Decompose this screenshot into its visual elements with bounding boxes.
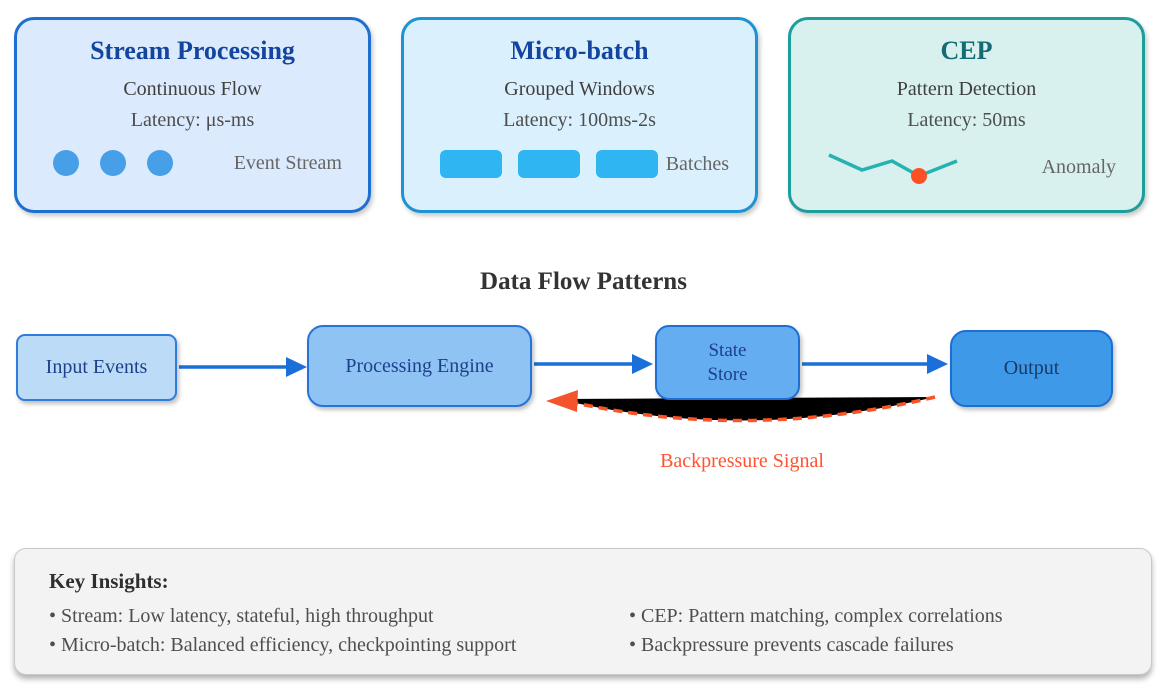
- flow-node-state-store: State Store: [655, 325, 800, 400]
- batches-icon: [440, 150, 658, 178]
- card-title: Stream Processing: [90, 36, 295, 65]
- flow-node-input-events: Input Events: [16, 334, 177, 401]
- icon-caption: Event Stream: [233, 151, 342, 174]
- card-subtitle: Grouped Windows: [504, 78, 655, 100]
- insight-item: • CEP: Pattern matching, complex correla…: [629, 605, 1003, 627]
- event-dot-icon: [53, 150, 79, 176]
- card-title: CEP: [940, 36, 993, 65]
- insight-item: • Micro-batch: Balanced efficiency, chec…: [49, 633, 517, 656]
- section-title: Data Flow Patterns: [480, 268, 687, 295]
- card-latency: Latency: 100ms-2s: [503, 109, 656, 131]
- key-insights-panel: Key Insights: • Stream: Low latency, sta…: [14, 548, 1152, 675]
- event-dot-icon: [147, 150, 173, 176]
- batch-rect-icon: [518, 150, 580, 178]
- flow-arrow: [802, 354, 948, 374]
- card-latency: Latency: 50ms: [907, 109, 1026, 131]
- card-subtitle: Pattern Detection: [896, 78, 1037, 100]
- icon-caption: Batches: [665, 152, 729, 175]
- anomaly-line-icon: [828, 153, 958, 184]
- batch-rect-icon: [596, 150, 658, 178]
- insights-heading: Key Insights:: [49, 569, 169, 593]
- flow-arrow: [534, 354, 653, 374]
- insight-item: • Backpressure prevents cascade failures: [629, 633, 954, 656]
- event-stream-dots-icon: [53, 150, 173, 176]
- card-latency: Latency: μs-ms: [130, 109, 255, 131]
- card-subtitle: Continuous Flow: [123, 78, 262, 100]
- card-icon-row: Event Stream: [17, 150, 368, 176]
- batch-rect-icon: [440, 150, 502, 178]
- card-title: Micro-batch: [510, 36, 649, 65]
- backpressure-label: Backpressure Signal: [660, 450, 824, 472]
- insight-item: • Stream: Low latency, stateful, high th…: [49, 605, 434, 627]
- concept-cards-row: Stream Processing Continuous Flow Latenc…: [14, 17, 1146, 213]
- event-dot-icon: [100, 150, 126, 176]
- flow-arrow: [179, 357, 307, 377]
- insights-grid: • Stream: Low latency, stateful, high th…: [49, 602, 1151, 659]
- card-stream-processing: Stream Processing Continuous Flow Latenc…: [14, 17, 371, 213]
- icon-caption: Anomaly: [1041, 155, 1116, 178]
- card-icon-row: Anomaly: [791, 150, 1142, 184]
- card-cep: CEP Pattern Detection Latency: 50ms Anom…: [788, 17, 1145, 213]
- anomaly-dot-icon: [911, 168, 927, 184]
- card-micro-batch: Micro-batch Grouped Windows Latency: 100…: [401, 17, 758, 213]
- card-icon-row: Batches: [404, 150, 755, 178]
- flow-node-output: Output: [950, 330, 1113, 407]
- flow-node-processing-engine: Processing Engine: [307, 325, 532, 407]
